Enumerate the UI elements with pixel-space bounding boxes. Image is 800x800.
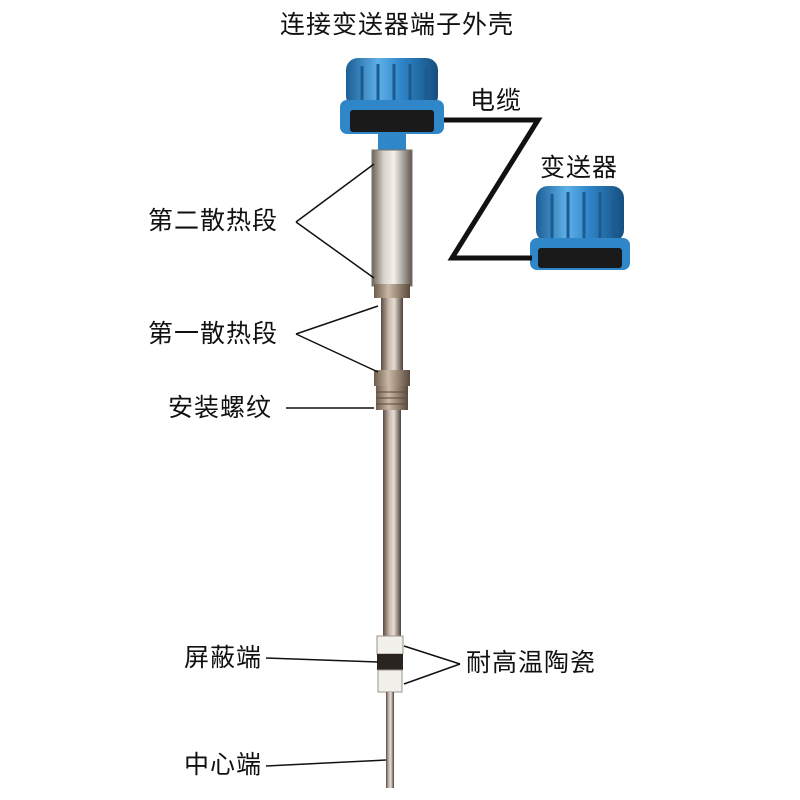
shield-band	[377, 654, 403, 670]
label-housing: 连接变送器端子外壳	[280, 10, 515, 39]
heat-sink-2-nut	[374, 284, 410, 298]
transmitter-cap	[536, 186, 624, 242]
housing-cap	[346, 58, 438, 108]
transmitter-base	[530, 238, 630, 270]
heat-sink-2-body	[371, 149, 413, 287]
mounting-thread	[374, 370, 410, 410]
label-transmitter: 变送器	[540, 153, 619, 182]
label-cable: 电缆	[470, 86, 523, 115]
label-center-end: 中心端	[184, 750, 263, 779]
probe-rod	[383, 410, 401, 650]
label-thread: 安装螺纹	[168, 393, 273, 422]
label-ceramic: 耐高温陶瓷	[466, 648, 597, 677]
label-shield-end: 屏蔽端	[184, 643, 263, 672]
label-heat-sink-1: 第一散热段	[148, 319, 279, 348]
center-conductor	[386, 692, 394, 788]
leader-lines	[265, 163, 461, 767]
housing-neck	[378, 134, 406, 152]
ceramic-upper	[376, 635, 404, 655]
heat-sink-1-tube	[381, 298, 403, 370]
housing-base	[340, 100, 444, 134]
label-heat-sink-2: 第二散热段	[148, 206, 279, 235]
ceramic-lower	[377, 669, 403, 693]
cable	[444, 117, 543, 261]
